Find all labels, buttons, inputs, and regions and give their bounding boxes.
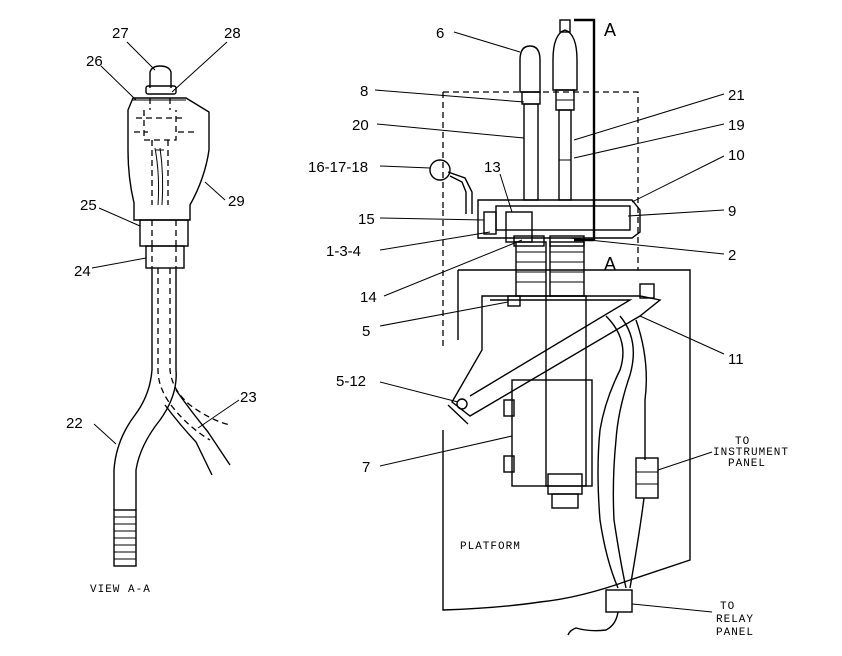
callout-26: 26 (86, 53, 103, 70)
callout-27: 27 (112, 25, 129, 42)
callout-15: 15 (358, 211, 375, 228)
callout-13: 13 (484, 159, 501, 176)
callout-14: 14 (360, 289, 377, 306)
note-to-relay-line3: PANEL (716, 627, 754, 639)
callout-6: 6 (436, 25, 444, 42)
callout-9: 9 (728, 203, 736, 220)
callout-16-17-18: 16-17-18 (308, 159, 368, 176)
callout-2: 2 (728, 247, 736, 264)
callout-23: 23 (240, 389, 257, 406)
callout-22: 22 (66, 415, 83, 432)
callout-11: 11 (728, 351, 744, 368)
section-marker-top: A (604, 20, 616, 40)
note-to-relay-line1: TO (720, 601, 735, 613)
callout-1-3-4: 1-3-4 (326, 243, 361, 260)
callout-29: 29 (228, 193, 245, 210)
section-markers: A A (604, 20, 616, 274)
callout-10: 10 (728, 147, 745, 164)
notes: VIEW A-A TO INSTRUMENT PANEL TO RELAY PA… (90, 436, 789, 639)
note-to-relay-line2: RELAY (716, 614, 754, 626)
callout-21: 21 (728, 87, 745, 104)
view-caption: VIEW A-A (90, 584, 151, 596)
section-marker-bottom: A (604, 254, 616, 274)
view-a-a-drawing (91, 41, 240, 567)
note-to-instrument-line3: PANEL (728, 458, 766, 470)
note-to-instrument-line2: INSTRUMENT (713, 447, 789, 459)
callout-20: 20 (352, 117, 369, 134)
callout-5-12: 5-12 (336, 373, 366, 390)
callout-24: 24 (74, 263, 91, 280)
callout-labels: 27 28 26 29 25 24 22 23 6 8 20 21 19 10 … (66, 25, 745, 476)
callout-7: 7 (362, 459, 370, 476)
platform-label: PLATFORM (460, 541, 521, 553)
callout-19: 19 (728, 117, 745, 134)
note-to-instrument-line1: TO (735, 436, 750, 448)
callout-28: 28 (224, 25, 241, 42)
callout-25: 25 (80, 197, 97, 214)
callout-8: 8 (360, 83, 368, 100)
main-view-drawing (374, 18, 725, 636)
callout-5: 5 (362, 323, 370, 340)
